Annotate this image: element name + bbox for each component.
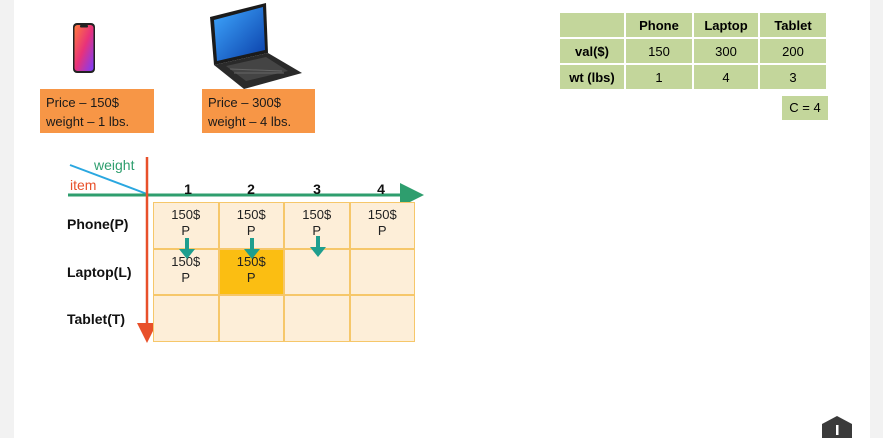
- cell-value: 150$: [171, 253, 201, 269]
- phone-info-box: Price – 150$ weight – 1 lbs.: [40, 89, 154, 133]
- value-table-col-tablet: Tablet: [758, 11, 828, 39]
- row-header-tablet: Tablet(T): [67, 311, 126, 327]
- dp-cell: [349, 248, 415, 296]
- value-cell: 200: [758, 37, 828, 65]
- axis-label-weight: weight: [94, 157, 135, 173]
- row-header-laptop: Laptop(L): [67, 264, 132, 280]
- value-table-col-phone: Phone: [624, 11, 694, 39]
- down-arrow-icon: [310, 236, 326, 257]
- laptop-icon: [210, 3, 302, 89]
- value-table-header-row: Phone Laptop Tablet: [558, 11, 828, 39]
- value-table-row: wt (lbs) 1 4 3: [558, 63, 828, 91]
- cell-item: P: [181, 223, 191, 238]
- value-table-corner: [558, 11, 626, 39]
- weight-cell: 3: [758, 63, 828, 91]
- cell-item: P: [312, 223, 322, 238]
- cell-item: P: [377, 223, 387, 238]
- laptop-price: Price – 300$: [208, 95, 281, 110]
- laptop-weight: weight – 4 lbs.: [208, 114, 292, 129]
- column-header: 1: [184, 181, 192, 197]
- item-value-table: Phone Laptop Tablet val($) 150 300 200 w…: [558, 11, 828, 91]
- dp-cell: 150$P: [349, 202, 415, 249]
- dp-cell: [153, 295, 219, 342]
- dp-grid: 150$P 150$P 150$P 150$P 150$P 150$P: [153, 202, 415, 342]
- weight-cell: 4: [692, 63, 760, 91]
- value-row-label: val($): [558, 37, 626, 65]
- weight-row-label: wt (lbs): [558, 63, 626, 91]
- down-arrow-icon: [179, 238, 195, 259]
- weight-cell: 1: [624, 63, 694, 91]
- dp-cell: [218, 295, 284, 342]
- dp-cell: [349, 295, 415, 342]
- column-header: 2: [247, 181, 255, 197]
- cell-value: 150$: [171, 207, 201, 222]
- cell-item: P: [246, 223, 256, 238]
- corner-logo-icon: [822, 416, 852, 438]
- smartphone-icon: [73, 23, 95, 73]
- phone-price: Price – 150$: [46, 95, 119, 110]
- column-header: 4: [377, 181, 385, 197]
- laptop-info-box: Price – 300$ weight – 4 lbs.: [202, 89, 315, 133]
- value-table-col-laptop: Laptop: [692, 11, 760, 39]
- column-header: 3: [313, 181, 321, 197]
- cell-item: P: [181, 269, 191, 285]
- cell-value: 150$: [236, 207, 266, 222]
- value-table-row: val($) 150 300 200: [558, 37, 828, 65]
- value-cell: 150: [624, 37, 694, 65]
- cell-value: 150$: [236, 253, 266, 269]
- dp-cell: [284, 295, 350, 342]
- axis-label-item: item: [70, 177, 97, 193]
- row-header-phone: Phone(P): [67, 216, 129, 232]
- phone-weight: weight – 1 lbs.: [46, 114, 130, 129]
- value-cell: 300: [692, 37, 760, 65]
- down-arrow-icon: [244, 238, 260, 259]
- cell-item: P: [246, 269, 256, 285]
- capacity-badge: C = 4: [782, 96, 828, 120]
- cell-value: 150$: [367, 207, 397, 222]
- cell-value: 150$: [302, 207, 332, 222]
